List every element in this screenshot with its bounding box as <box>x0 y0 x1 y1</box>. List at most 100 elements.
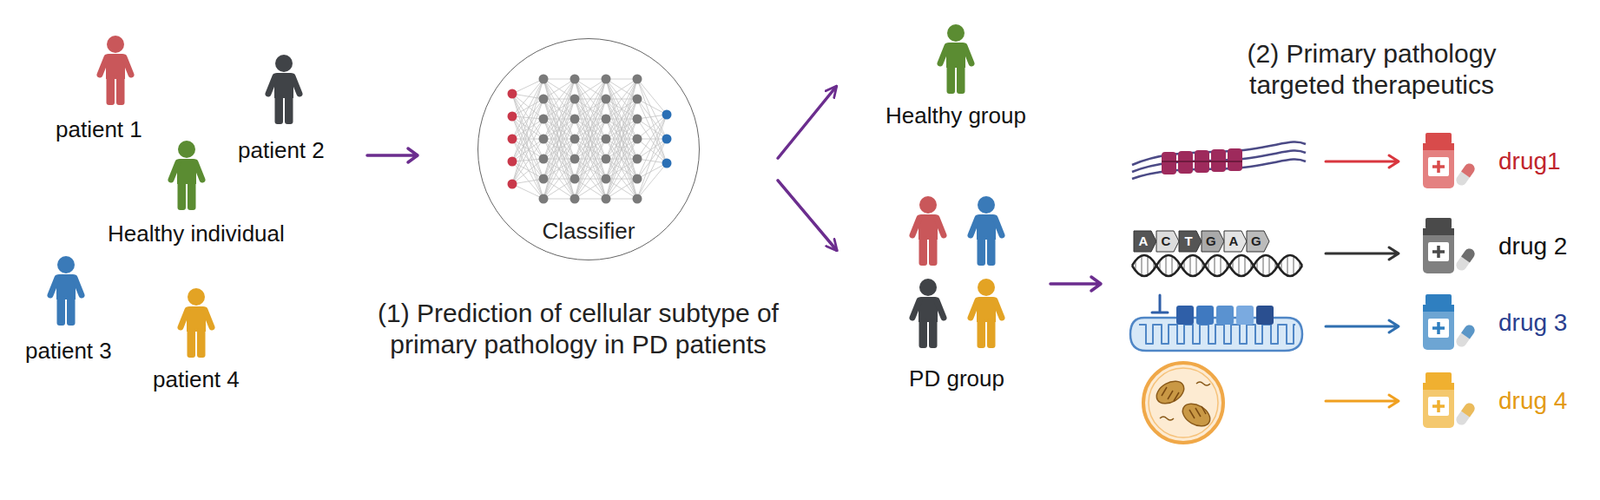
network-unit <box>539 174 549 185</box>
network-link <box>543 98 575 199</box>
network-link <box>637 98 667 115</box>
network-link <box>543 79 575 179</box>
network-link <box>512 161 544 179</box>
network-link <box>574 98 606 199</box>
network-link <box>574 79 606 179</box>
network-link <box>512 79 544 162</box>
network-unit <box>539 134 549 145</box>
network-link <box>512 93 544 179</box>
group-item: Healthy group <box>885 24 1027 130</box>
network-link <box>543 178 575 199</box>
dna-rung <box>1171 256 1173 276</box>
network-unit <box>507 111 518 122</box>
base-letter: A <box>1139 233 1149 250</box>
drug-bottle <box>1422 294 1476 350</box>
dna-rung <box>1140 256 1143 277</box>
network-link <box>637 118 667 139</box>
drug-item: drug 4 <box>1420 372 1568 430</box>
person-icon <box>908 278 948 349</box>
network-unit <box>570 94 580 105</box>
network-link <box>637 98 667 164</box>
node-label: drug1 <box>1498 146 1561 177</box>
dna-rung <box>1292 256 1295 276</box>
patient-figures <box>50 35 300 358</box>
node-label: drug 2 <box>1498 231 1568 262</box>
network-unit <box>632 94 643 105</box>
network-unit <box>601 94 612 105</box>
network-link <box>512 118 544 162</box>
network-link <box>574 178 606 199</box>
person-icon <box>908 196 948 266</box>
figure-label: patient 3 <box>25 337 112 365</box>
network-unit <box>632 114 643 125</box>
network-link <box>605 138 638 199</box>
base-letter: C <box>1161 233 1172 250</box>
neural-network <box>507 74 672 205</box>
person-icon <box>50 256 82 326</box>
dna-illustration <box>1132 230 1303 277</box>
person-icon <box>967 196 1006 266</box>
network-link <box>637 163 667 199</box>
person-icon <box>967 278 1006 349</box>
dna-rung <box>1244 256 1246 276</box>
network-link <box>605 98 638 199</box>
person-icon <box>99 35 132 106</box>
network-unit <box>539 94 549 105</box>
drug-bottle <box>1420 372 1476 430</box>
network-link <box>605 178 638 199</box>
network-unit <box>539 194 549 205</box>
base-letter: A <box>1229 233 1239 250</box>
network-unit <box>632 194 643 205</box>
drug-bottle <box>1422 132 1476 189</box>
network-unit <box>507 89 518 99</box>
person-icon <box>912 196 944 266</box>
person-icon <box>171 140 203 211</box>
mitochondrion-illustration <box>1130 295 1303 351</box>
network-unit <box>507 134 518 145</box>
drug-bottle <box>1420 294 1476 352</box>
network-unit <box>507 179 518 190</box>
dna-rung <box>1262 256 1265 277</box>
drug-item: drug1 <box>1420 132 1561 191</box>
network-link <box>512 98 544 185</box>
network-unit <box>570 194 580 205</box>
network-unit <box>570 114 580 125</box>
dna-rung <box>1189 256 1192 277</box>
network-link <box>543 79 575 179</box>
node-label: PD group <box>908 365 1005 393</box>
figure-label: patient 1 <box>55 116 143 144</box>
flow-arrows <box>367 148 1101 291</box>
drug-arrows <box>1325 155 1399 408</box>
network-link <box>605 79 638 179</box>
network-link <box>605 79 638 179</box>
network-unit <box>570 174 580 185</box>
group-item: PD group <box>908 196 1006 393</box>
network-link <box>637 163 667 179</box>
drug-item: drug 3 <box>1420 294 1568 352</box>
flow-arrow <box>777 180 837 251</box>
network-link <box>637 138 667 199</box>
flow-arrow <box>777 86 837 159</box>
node-label: Classifier <box>478 217 699 245</box>
network-unit <box>632 154 643 165</box>
person-icon <box>180 288 212 358</box>
network-link <box>543 138 575 199</box>
network-unit <box>570 74 580 85</box>
drug-bottle <box>1420 217 1476 276</box>
network-link <box>512 158 544 185</box>
network-link <box>543 98 575 199</box>
network-unit <box>662 110 672 120</box>
person-icon <box>970 196 1002 266</box>
person-icon <box>912 278 944 349</box>
network-unit <box>570 154 580 165</box>
node-label: drug 4 <box>1498 386 1568 416</box>
base-letter: T <box>1185 233 1193 250</box>
network-link <box>637 79 667 164</box>
network-unit <box>539 154 549 165</box>
figure-group <box>908 196 1006 349</box>
network-unit <box>601 74 612 85</box>
network-unit <box>539 74 549 85</box>
network-unit <box>601 174 612 185</box>
dna-rung <box>1146 256 1149 276</box>
